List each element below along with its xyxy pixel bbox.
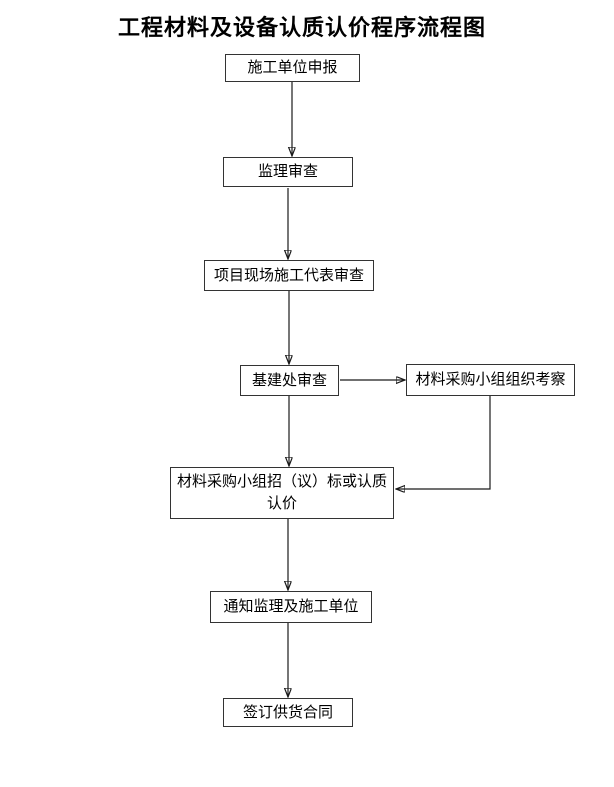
node-site-representative-review: 项目现场施工代表审查 (204, 260, 374, 291)
node-notify-supervision-construction: 通知监理及施工单位 (210, 591, 372, 623)
node-construction-unit-declaration: 施工单位申报 (225, 54, 360, 82)
node-procurement-bidding-pricing: 材料采购小组招（议）标或认质认价 (170, 467, 394, 519)
edge-inspection-to-bidding (396, 396, 491, 489)
node-sign-supply-contract: 签订供货合同 (223, 698, 353, 727)
page-title: 工程材料及设备认质认价程序流程图 (117, 15, 486, 40)
node-infrastructure-office-review: 基建处审查 (240, 365, 339, 396)
node-procurement-team-inspection: 材料采购小组组织考察 (406, 364, 575, 396)
node-supervision-review: 监理审查 (223, 157, 353, 187)
